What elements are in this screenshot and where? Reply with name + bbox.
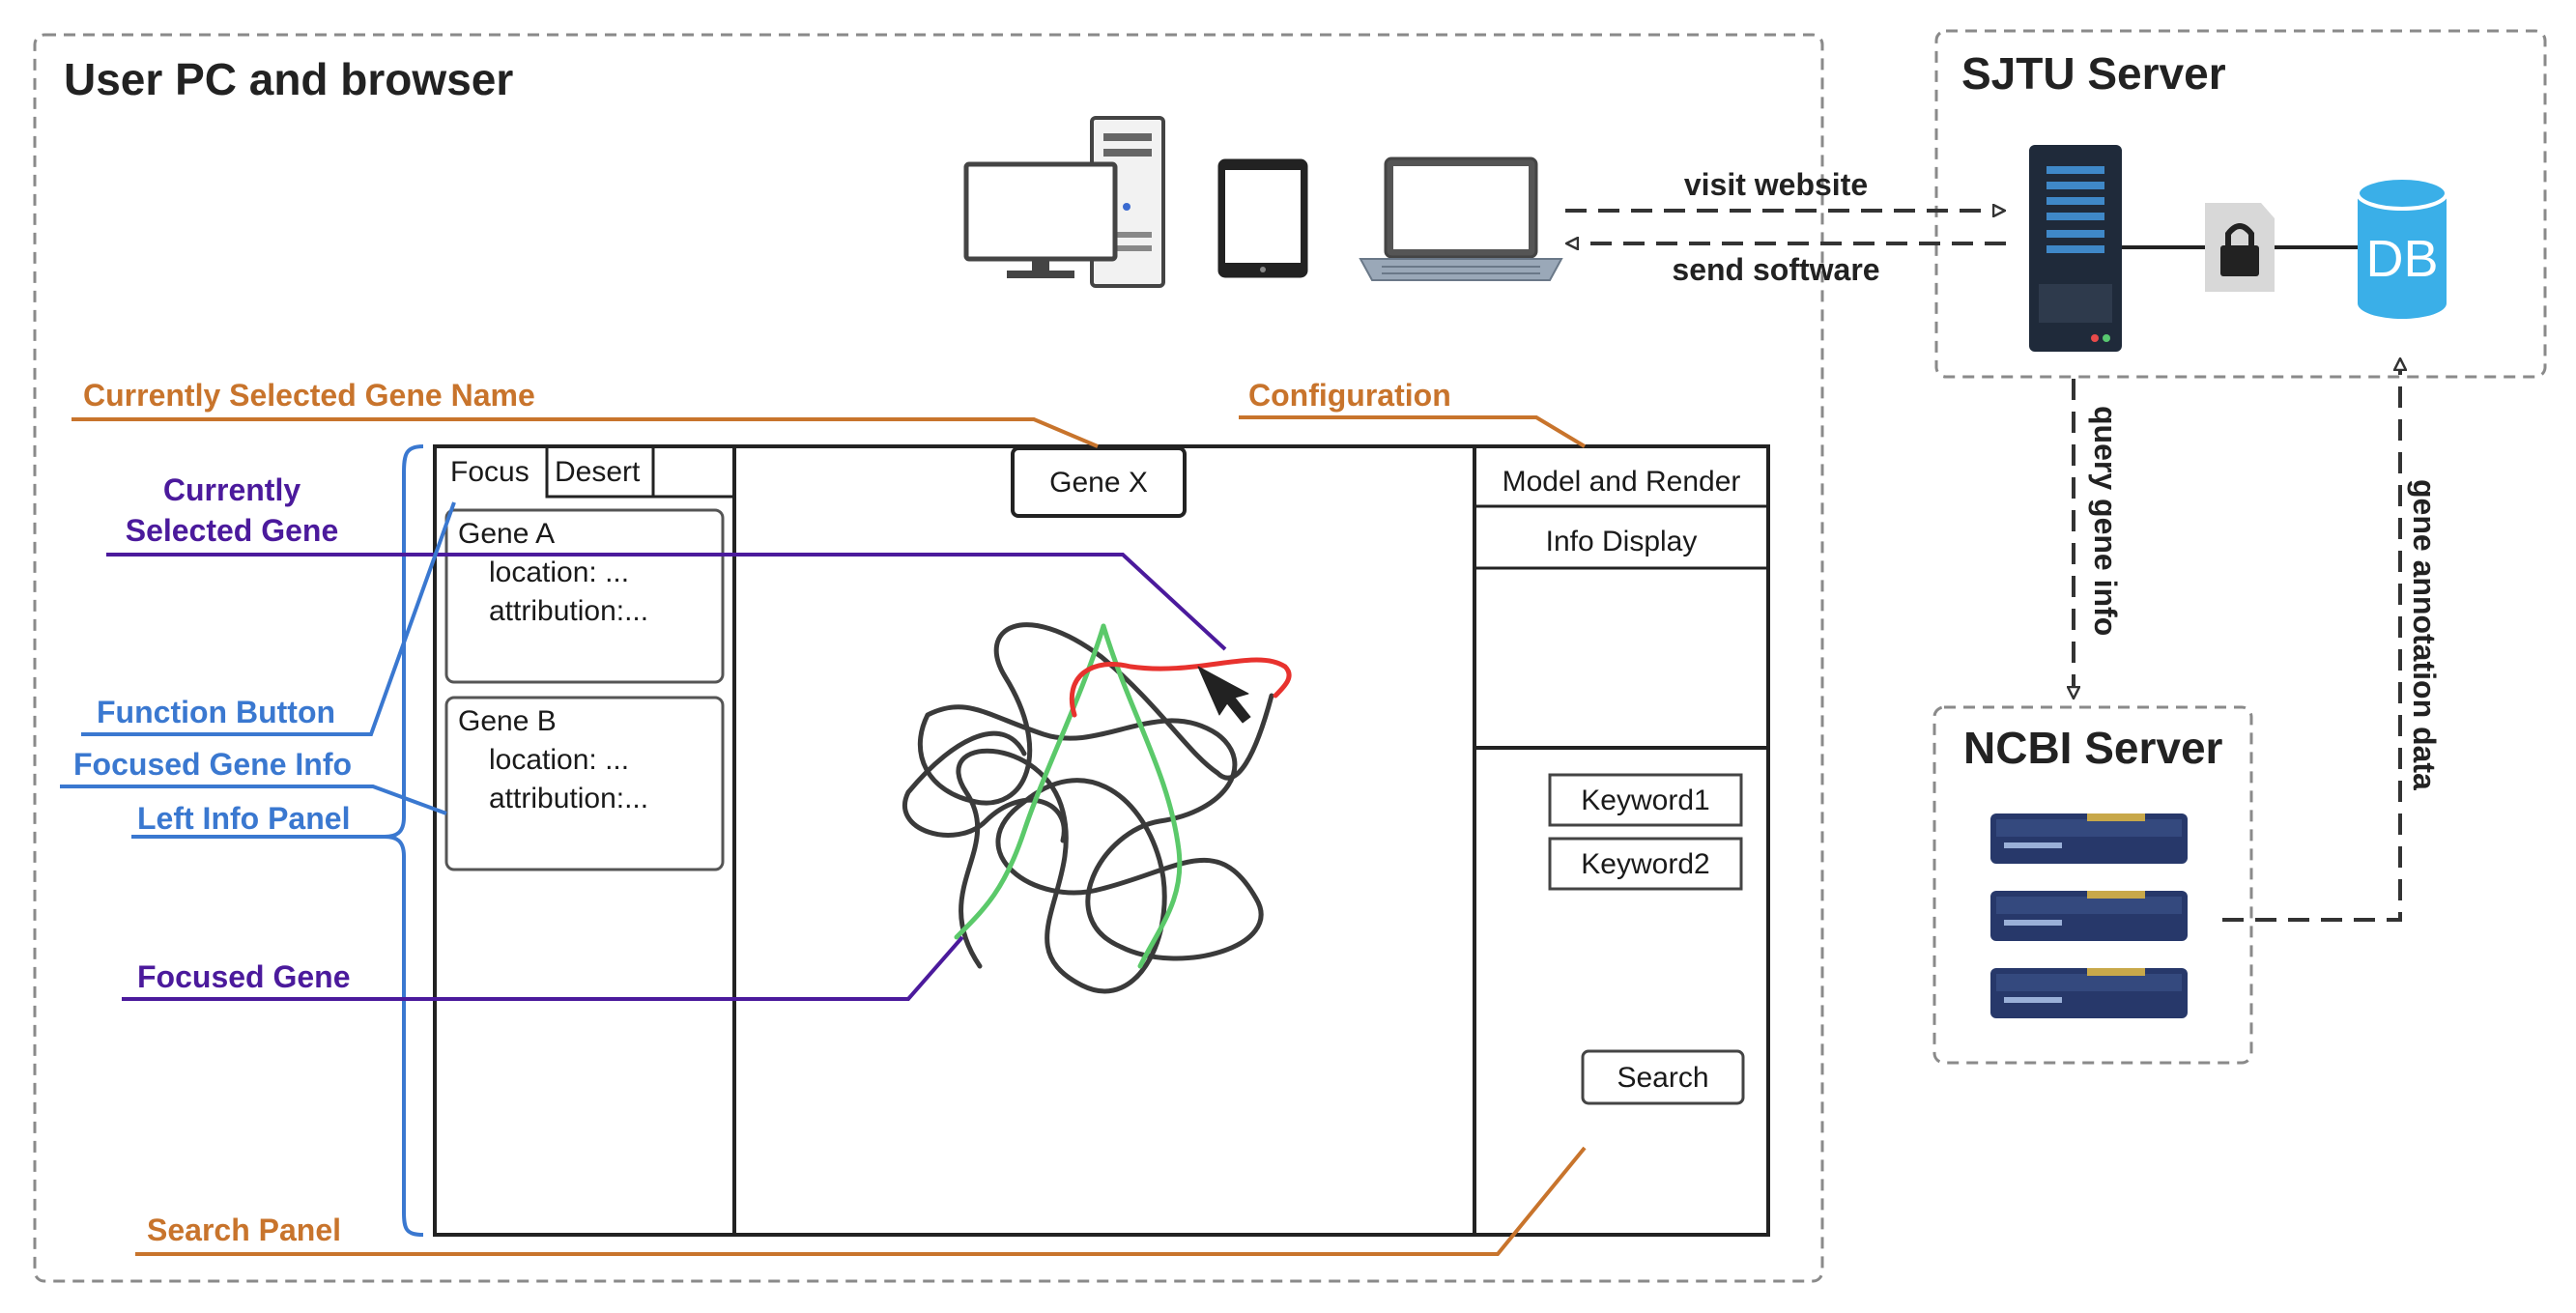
svg-text:Desert: Desert: [555, 456, 641, 488]
svg-text:Focus: Focus: [450, 456, 530, 488]
visit-website-arrow: visit website: [1565, 167, 2004, 211]
svg-text:Left Info Panel: Left Info Panel: [137, 801, 350, 836]
svg-text:location: ...: location: ...: [489, 744, 629, 776]
send-software-arrow: send software: [1567, 243, 2006, 287]
svg-text:Currently Selected Gene Name: Currently Selected Gene Name: [83, 378, 535, 413]
svg-text:Selected Gene: Selected Gene: [126, 513, 339, 548]
svg-text:Keyword1: Keyword1: [1581, 785, 1709, 816]
ncbi-server-region: NCBI Server: [1932, 705, 2253, 1065]
annotation-currently-selected-gene: Currently Selected Gene: [106, 472, 1227, 651]
search-button[interactable]: Search: [1581, 1049, 1745, 1105]
svg-text:attribution:...: attribution:...: [489, 783, 648, 814]
keyword2-chip[interactable]: Keyword2: [1548, 837, 1743, 891]
browser-mockup: Focus Desert Gene A location: ... attrib…: [433, 444, 1770, 1237]
annotation-gene-name: Currently Selected Gene Name: [72, 378, 1099, 448]
svg-text:Currently: Currently: [163, 472, 301, 507]
left-panel-brace: [384, 444, 424, 1237]
annotation-left-info-panel: Left Info Panel: [131, 801, 385, 839]
keyword1-chip[interactable]: Keyword1: [1548, 773, 1743, 827]
svg-text:Gene X: Gene X: [1049, 467, 1148, 499]
lock-icon: [2205, 203, 2275, 292]
info-display-button[interactable]: Info Display: [1546, 526, 1698, 557]
laptop-icon: [1359, 157, 1563, 281]
gene-card-a[interactable]: Gene A location: ... attribution:...: [444, 508, 725, 684]
gene-annotation-data-arrow: gene annotation data: [2222, 359, 2442, 922]
query-gene-info-arrow: query gene info: [2074, 379, 2123, 698]
tab-desert[interactable]: Desert: [545, 444, 655, 499]
sjtu-server-region: SJTU Server: [1934, 29, 2547, 379]
svg-text:Function Button: Function Button: [97, 695, 335, 729]
database-icon: DB: [2356, 176, 2448, 319]
model-and-render-button[interactable]: Model and Render: [1503, 466, 1741, 498]
visit-website-label: visit website: [1684, 167, 1868, 202]
gene-card-b[interactable]: Gene B location: ... attribution:...: [444, 696, 725, 871]
svg-text:Keyword2: Keyword2: [1581, 848, 1709, 880]
query-gene-info-label: query gene info: [2088, 406, 2123, 636]
cursor-icon: [1197, 666, 1251, 724]
sjtu-server-title: SJTU Server: [1961, 48, 2226, 99]
gene-annotation-data-label: gene annotation data: [2407, 479, 2442, 790]
tab-focus[interactable]: Focus: [450, 456, 530, 488]
svg-text:Gene B: Gene B: [458, 705, 557, 737]
svg-text:Search: Search: [1617, 1062, 1708, 1094]
annotation-function-button: Function Button: [81, 501, 456, 736]
user-pc-title: User PC and browser: [64, 54, 513, 104]
svg-text:Focused Gene: Focused Gene: [137, 959, 351, 994]
desktop-computer-icon: [963, 116, 1165, 288]
sjtu-server-rack-icon: [2029, 145, 2122, 352]
svg-text:attribution:...: attribution:...: [489, 595, 648, 627]
user-pc-region: User PC and browser: [33, 33, 1824, 1283]
annotation-configuration: Configuration: [1239, 378, 1587, 448]
svg-text:location: ...: location: ...: [489, 557, 629, 588]
svg-text:Model and Render: Model and Render: [1503, 466, 1741, 498]
ncbi-server-stack-icon: [1990, 813, 2188, 1018]
gene-title-box: Gene X: [1011, 446, 1187, 518]
svg-text:Configuration: Configuration: [1248, 378, 1451, 413]
annotation-search-panel: Search Panel: [135, 1146, 1587, 1256]
send-software-label: send software: [1672, 252, 1879, 287]
svg-text:Info Display: Info Display: [1546, 526, 1698, 557]
svg-text:Gene A: Gene A: [458, 518, 555, 550]
annotation-focused-gene-info: Focused Gene Info: [60, 747, 447, 815]
svg-text:Search Panel: Search Panel: [147, 1213, 341, 1247]
db-label: DB: [2365, 230, 2438, 288]
chromatin-3d-model[interactable]: [902, 622, 1292, 994]
annotation-focused-gene: Focused Gene: [122, 935, 964, 1001]
svg-text:Focused Gene Info: Focused Gene Info: [73, 747, 352, 782]
tablet-icon: [1217, 158, 1308, 278]
ncbi-server-title: NCBI Server: [1963, 723, 2223, 773]
